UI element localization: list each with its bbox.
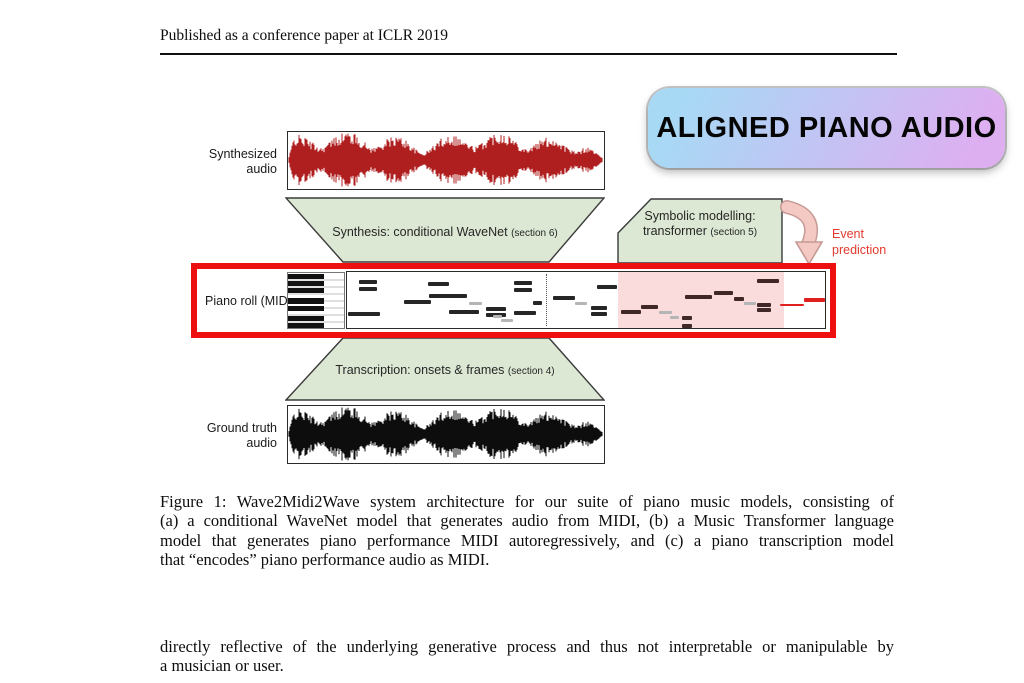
midi-note (804, 298, 825, 302)
midi-note (641, 305, 658, 309)
midi-note (597, 285, 617, 289)
piano-roll-notes (347, 272, 825, 328)
aligned-piano-audio-badge: ALIGNED PIANO AUDIO (648, 88, 1005, 168)
midi-note (659, 311, 672, 314)
midi-note (591, 306, 607, 310)
midi-note (428, 282, 449, 286)
midi-note (682, 316, 692, 320)
midi-note (744, 302, 756, 305)
midi-note (685, 295, 712, 299)
midi-note (359, 280, 377, 284)
midi-note (757, 279, 779, 283)
badge-label: ALIGNED PIANO AUDIO (656, 111, 997, 144)
midi-note (757, 308, 771, 312)
transcription-block-label: Transcription: onsets & frames (section … (335, 363, 555, 377)
midi-note (514, 311, 536, 315)
ground-truth-waveform-box (287, 405, 605, 464)
midi-note (514, 281, 532, 285)
midi-note (734, 297, 744, 301)
transcription-block-shape (285, 337, 605, 401)
piano-keyboard-icon (287, 272, 345, 329)
header-text: Published as a conference paper at ICLR … (160, 27, 448, 44)
synthesis-block-label: Synthesis: conditional WaveNet (section … (332, 225, 558, 239)
midi-note (670, 316, 679, 319)
symbolic-block-shape (617, 198, 783, 264)
piano-roll-box (346, 271, 826, 329)
synthesized-waveform (288, 133, 603, 187)
event-prediction-arrow-icon (780, 200, 824, 266)
midi-note (757, 303, 771, 307)
highlight-rectangle (191, 263, 836, 338)
midi-note (533, 301, 542, 305)
predicted-region-highlight (618, 272, 784, 328)
event-prediction-label: Event prediction (832, 227, 887, 257)
midi-note (501, 319, 513, 322)
symbolic-block-label: Symbolic modelling: transformer (section… (642, 209, 758, 238)
roll-divider-line (546, 274, 547, 326)
midi-note (469, 302, 482, 305)
midi-note (780, 304, 804, 306)
midi-note (493, 315, 502, 318)
header-rule (160, 53, 897, 55)
midi-note (682, 324, 692, 328)
midi-note (621, 310, 641, 314)
figure-caption: Figure 1: Wave2Midi2Wave system architec… (160, 492, 894, 570)
midi-note (404, 300, 431, 304)
ground-truth-audio-label: Ground truth audio (206, 421, 277, 450)
midi-note (359, 287, 377, 291)
synthesis-block-shape (285, 197, 605, 263)
body-paragraph: directly reflective of the underlying ge… (160, 637, 894, 676)
midi-note (553, 296, 575, 300)
synthesized-audio-label: Synthesized audio (208, 147, 277, 176)
ground-truth-waveform (288, 407, 603, 461)
midi-note (575, 302, 587, 305)
midi-note (449, 310, 479, 314)
midi-note (714, 291, 733, 295)
midi-note (514, 288, 532, 292)
midi-note (591, 312, 607, 316)
synthesized-waveform-box (287, 131, 605, 190)
midi-note (348, 312, 380, 316)
midi-note (429, 294, 467, 298)
midi-note (486, 307, 506, 311)
piano-roll-label: Piano roll (MIDI) (205, 294, 296, 308)
